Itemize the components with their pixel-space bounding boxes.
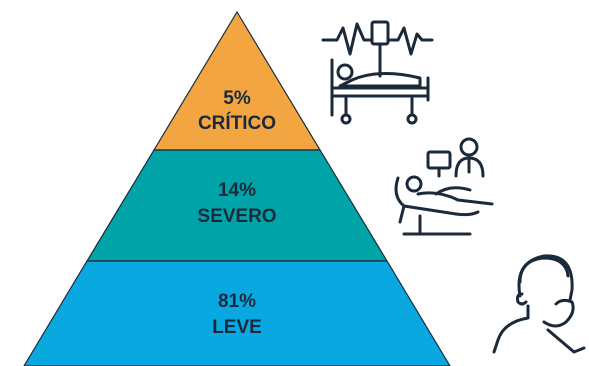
tier-mild-percent: 81%	[218, 291, 256, 312]
tier-mild-label: LEVE	[212, 317, 262, 338]
tier-critical-label: CRÍTICO	[198, 112, 276, 134]
tier-mild	[23, 260, 451, 366]
tier-severe-percent: 14%	[218, 180, 256, 201]
tier-critical-percent: 5%	[223, 88, 251, 109]
hospital-bed-monitor-icon	[321, 20, 434, 125]
tier-severe-label: SEVERO	[197, 206, 276, 227]
patient-in-chair-with-doctor-icon	[394, 137, 494, 236]
person-coughing-icon	[492, 254, 586, 354]
